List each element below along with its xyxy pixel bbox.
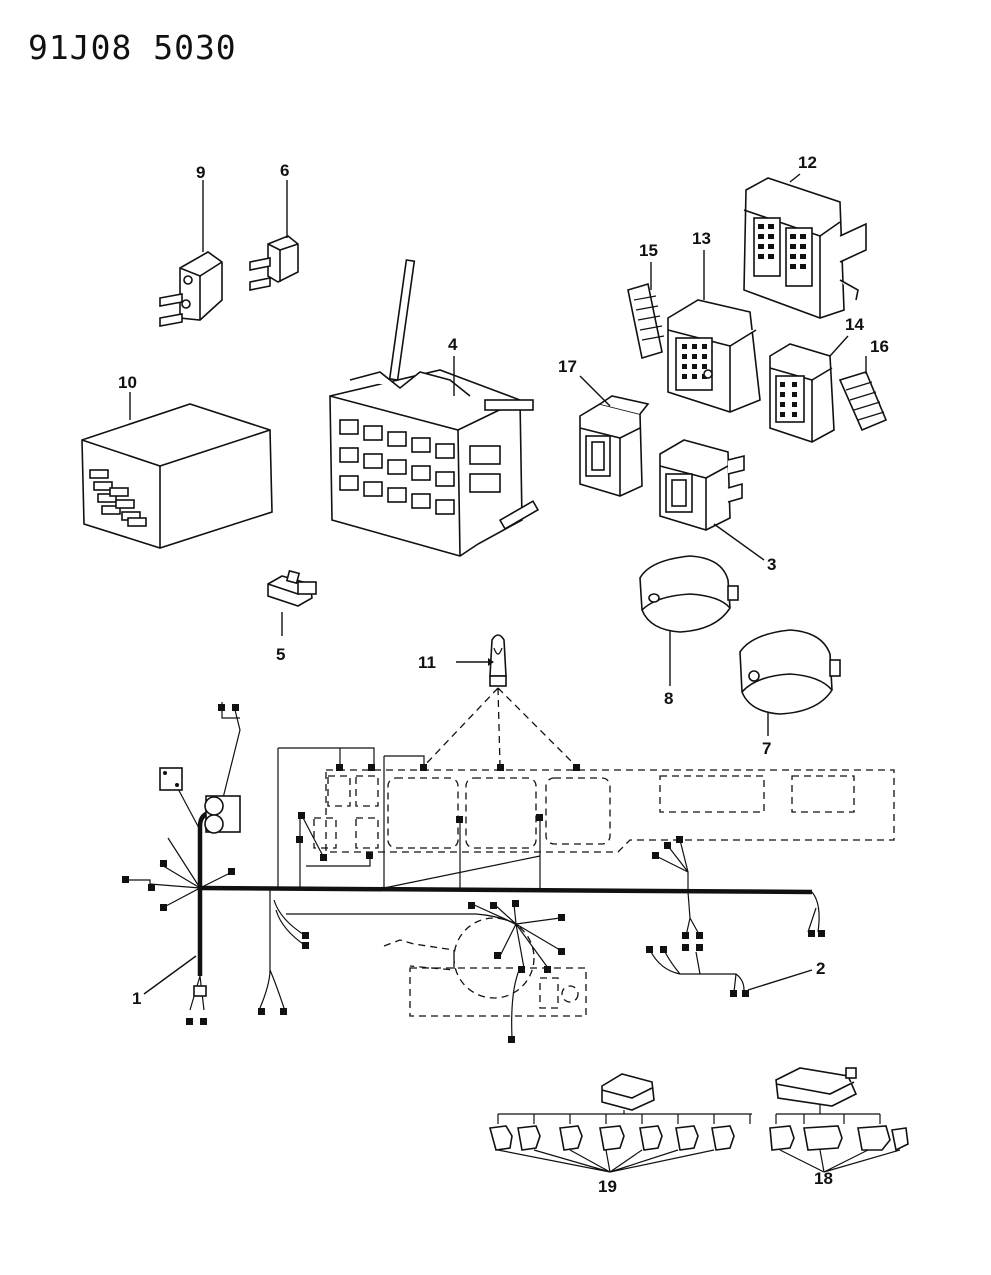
callout-11: 11 xyxy=(418,653,436,672)
part-6-relay[interactable] xyxy=(249,235,299,291)
callout-2: 2 xyxy=(816,959,825,978)
part-19-connectors[interactable] xyxy=(488,1073,752,1173)
callout-13: 13 xyxy=(692,229,711,248)
callout-17: 17 xyxy=(558,357,577,376)
callout-16: 16 xyxy=(870,337,889,356)
drawing-code: 91J08 5030 xyxy=(28,28,237,67)
harness-terminals xyxy=(122,704,825,1043)
callout-7: 7 xyxy=(762,739,771,758)
callout-1: 1 xyxy=(132,989,141,1008)
callout-15: 15 xyxy=(639,241,658,260)
callout-12: 12 xyxy=(798,153,817,172)
callout-5: 5 xyxy=(276,645,285,664)
callout-18: 18 xyxy=(814,1169,833,1188)
part-8-flasher[interactable] xyxy=(639,555,739,633)
part-18-connectors[interactable] xyxy=(769,1067,909,1173)
part-9-relay[interactable] xyxy=(159,251,223,327)
harness-components xyxy=(159,767,241,997)
part-15-terminal-comb[interactable] xyxy=(627,282,665,360)
callout-19: 19 xyxy=(598,1177,617,1196)
part-13-connector[interactable] xyxy=(667,299,761,413)
callout-9: 9 xyxy=(196,163,205,182)
part-10-module[interactable] xyxy=(81,403,273,549)
part-12-connector[interactable] xyxy=(743,177,867,319)
callout-4: 4 xyxy=(448,335,458,354)
part-4-fuse-block[interactable] xyxy=(329,259,540,557)
part-11-bulb[interactable] xyxy=(489,634,507,687)
part-14-connector[interactable] xyxy=(769,343,835,443)
part-16-terminal-comb[interactable] xyxy=(838,371,888,432)
part-3-connector[interactable] xyxy=(659,439,745,531)
callout-8: 8 xyxy=(664,689,673,708)
part-17-connector[interactable] xyxy=(579,395,650,497)
callout-14: 14 xyxy=(845,315,864,334)
part-5-fuse[interactable] xyxy=(267,569,317,607)
callout-10: 10 xyxy=(118,373,137,392)
steering-column-outline xyxy=(383,917,587,1017)
part-1-wiring-harness[interactable] xyxy=(128,702,820,1039)
instrument-cluster-outline xyxy=(313,769,895,853)
callout-3: 3 xyxy=(767,555,776,574)
part-7-flasher[interactable] xyxy=(739,629,841,715)
callout-6: 6 xyxy=(280,161,289,180)
